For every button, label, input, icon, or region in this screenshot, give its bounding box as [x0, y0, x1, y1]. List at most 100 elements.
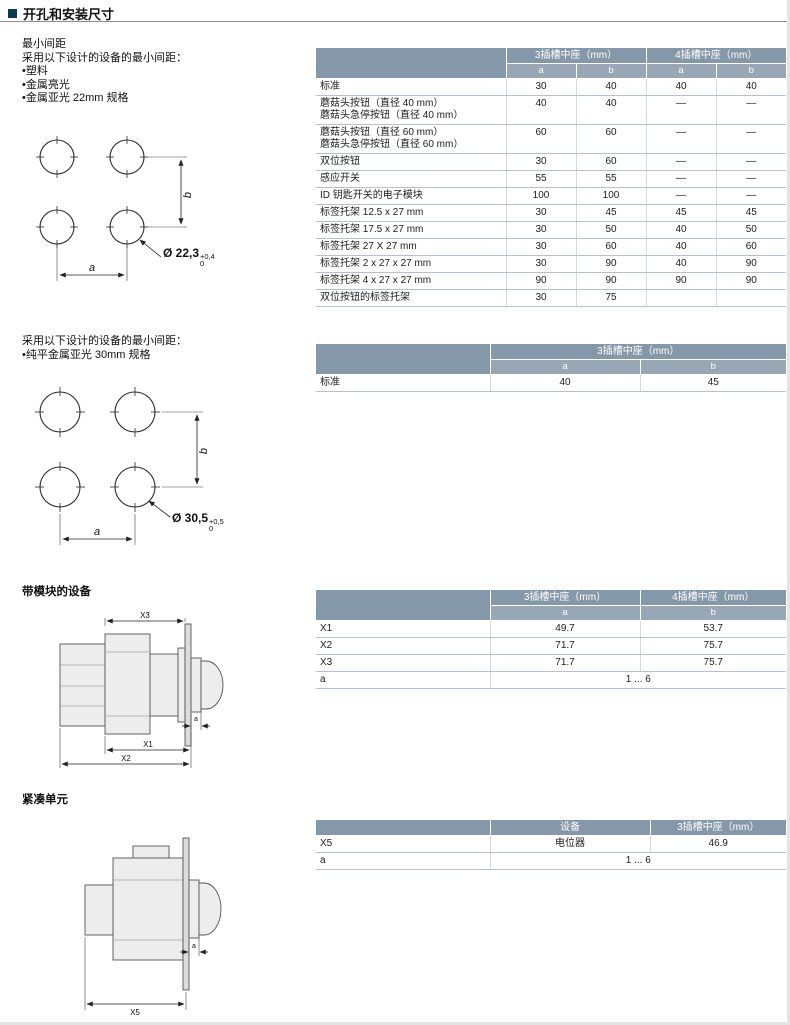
compact-unit-drawing: a X5 [84, 837, 222, 1017]
cell-value: 30 [506, 153, 577, 171]
dim-label-x1: X1 [143, 740, 153, 749]
subcol-a: a [646, 63, 717, 79]
cell-value: 90 [716, 272, 787, 290]
cell-value: 50 [716, 221, 787, 239]
subcol-b: b [640, 359, 787, 375]
table-row: 双位按钮 30 60 — — [316, 153, 787, 171]
min-spacing-intro-2: 采用以下设计的设备的最小间距： [22, 335, 187, 347]
row-label: 标签托架 17.5 x 27 mm [316, 221, 507, 239]
table-row: X3 71.7 75.7 [316, 654, 786, 672]
cell-value: 40 [646, 78, 717, 96]
cell-value: 90 [646, 272, 717, 290]
row-label: X3 [316, 654, 491, 672]
cell-value: — [646, 187, 717, 205]
hole-pattern-diagram-30mm: b a [34, 386, 210, 545]
flat-metal-spacing-table: 3插槽中座（mm） a b 标准 40 45 [316, 344, 787, 392]
table-row: 标准 30 40 40 40 [316, 78, 787, 96]
table-row: a 1 ... 6 [316, 671, 786, 689]
cell-value: 75.7 [640, 637, 786, 655]
row-label: 标签托架 2 x 27 x 27 mm [316, 255, 507, 273]
min-spacing-text-block: 最小间距 采用以下设计的设备的最小间距： •塑料 •金属亮光 •金属亚光 22m… [22, 38, 187, 106]
page-title: 开孔和安装尺寸 [23, 7, 115, 22]
dimension-lines: X3 a X1 X2 [59, 611, 210, 768]
min-spacing-intro: 采用以下设计的设备的最小间距： [22, 51, 187, 64]
cell-value: 30 [506, 204, 577, 222]
table-row: 标签托架 12.5 x 27 mm 30 45 45 45 [316, 204, 787, 222]
col-group-3slot: 3插槽中座（mm） [650, 820, 786, 836]
col-device: 设备 [490, 820, 651, 836]
cell-value: 71.7 [490, 637, 641, 655]
cell-value [646, 289, 717, 307]
bullet-metal-shiny: •金属亮光 [22, 78, 70, 91]
cell-value: 55 [576, 170, 647, 188]
row-label: 蘑菇头按钮（直径 40 mm） 蘑菇头急停按钮（直径 40 mm） [316, 95, 507, 125]
device-cross-section [59, 623, 224, 747]
cell-value: 30 [506, 238, 577, 256]
cell-value: 45 [646, 204, 717, 222]
row-label: a [316, 671, 491, 689]
tolerance-lower: 0 [209, 524, 214, 533]
table-row: 标签托架 27 X 27 mm 30 60 40 60 [316, 238, 787, 256]
table-row: 标签托架 2 x 27 x 27 mm 30 90 40 90 [316, 255, 787, 273]
cell-value: 40 [646, 255, 717, 273]
cell-value: 90 [576, 272, 647, 290]
table-row: 双位按钮的标签托架 30 75 [316, 289, 787, 307]
table-body: 标准 30 40 40 40 蘑菇头按钮（直径 40 mm） 蘑菇头急停按钮（直… [316, 78, 787, 307]
dimension-lines: b a [56, 156, 194, 281]
row-label: X1 [316, 620, 491, 638]
cell-value: — [716, 187, 787, 205]
row-label: 标准 [316, 78, 507, 96]
subcol-b: b [640, 605, 786, 621]
row-label: 双位按钮 [316, 153, 507, 171]
table-corner-cell [316, 344, 491, 375]
cell-value: 40 [490, 374, 641, 392]
cell-value: — [716, 95, 787, 125]
cell-value: — [646, 95, 717, 125]
subcol-b: b [576, 63, 647, 79]
table-row: 标签托架 17.5 x 27 mm 30 50 40 50 [316, 221, 787, 239]
cell-value: 46.9 [650, 835, 786, 853]
cell-value: — [646, 170, 717, 188]
col-group-3slot: 3插槽中座（mm） [490, 590, 641, 606]
row-label: 蘑菇头按钮（直径 60 mm） 蘑菇头急停按钮（直径 60 mm） [316, 124, 507, 154]
table-corner-cell [316, 820, 491, 836]
col-group-4slot: 4插槽中座（mm） [646, 48, 787, 64]
cell-value: — [716, 170, 787, 188]
table-row: X5 电位器 46.9 [316, 835, 786, 853]
col-group-3slot: 3插槽中座（mm） [506, 48, 647, 64]
subcol-b: b [716, 63, 787, 79]
subcol-a: a [506, 63, 577, 79]
cell-value: 40 [576, 95, 647, 125]
table-row: 标签托架 4 x 27 x 27 mm 90 90 90 90 [316, 272, 787, 290]
diameter-value: Ø 22,3 [163, 246, 200, 260]
cell-value: 50 [576, 221, 647, 239]
table-row: 感应开关 55 55 — — [316, 170, 787, 188]
row-label: ID 钥匙开关的电子模块 [316, 187, 507, 205]
dim-label-x3: X3 [140, 611, 150, 620]
dim-label-x2: X2 [121, 754, 131, 763]
cell-value: 75 [576, 289, 647, 307]
cell-value: 40 [716, 78, 787, 96]
min-spacing-text-block-2: 采用以下设计的设备的最小间距： •纯平金属亚光 30mm 规格 [22, 335, 187, 362]
dim-label-x5: X5 [130, 1008, 140, 1017]
cell-value: 90 [506, 272, 577, 290]
row-label: 感应开关 [316, 170, 507, 188]
cell-value: 55 [506, 170, 577, 188]
modules-dimensions-table: 3插槽中座（mm） 4插槽中座（mm） a b X1 49.7 53.7 X2 … [316, 590, 786, 689]
row-label: X2 [316, 637, 491, 655]
device-with-modules-drawing: X3 a X1 X2 [59, 611, 224, 768]
cell-value: 90 [576, 255, 647, 273]
table-body: X1 49.7 53.7 X2 71.7 75.7 X3 71.7 75.7 [316, 620, 786, 672]
cell-value: 45 [576, 204, 647, 222]
cell-value: 49.7 [490, 620, 641, 638]
cell-value: 30 [506, 289, 577, 307]
page-header: 开孔和安装尺寸 [8, 4, 114, 23]
cell-value-span: 1 ... 6 [490, 671, 786, 689]
tolerance-upper: +0,5 [209, 517, 224, 526]
table-corner-cell [316, 48, 507, 79]
cell-value: 53.7 [640, 620, 786, 638]
dimension-lines: a X5 [84, 937, 208, 1017]
dim-label-a: a [192, 943, 196, 950]
dim-label-a: a [94, 526, 100, 538]
